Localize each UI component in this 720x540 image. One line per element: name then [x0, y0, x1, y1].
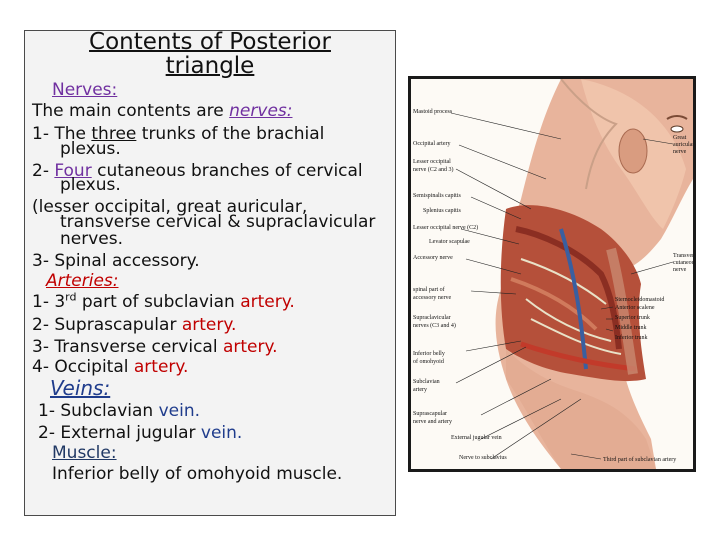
svg-text:nerves (C3 and 4): nerves (C3 and 4) — [413, 322, 456, 329]
svg-text:Occipital artery: Occipital artery — [413, 141, 450, 147]
svg-text:Sternocleidomastoid: Sternocleidomastoid — [615, 297, 664, 303]
arteries-item-1: 1- 3rd part of subclavian artery. — [32, 290, 295, 312]
nerves-paren-line-1: (lesser occipital, great auricular, — [32, 197, 308, 217]
nerves-heading: Nerves: — [52, 80, 118, 100]
veins-item-1: 1- Subclavian vein. — [38, 401, 200, 421]
arteries-item-3: 3- Transverse cervical artery. — [32, 337, 278, 357]
nerves-paren-line-3: nerves. — [60, 229, 124, 249]
svg-text:Supraclavicular: Supraclavicular — [413, 315, 451, 321]
svg-text:Nerve to subclavius: Nerve to subclavius — [459, 455, 507, 461]
nerves-item-1: 1- The three trunks of the brachial — [32, 124, 325, 144]
arteries-heading: Arteries: — [46, 271, 119, 291]
veins-heading: Veins: — [50, 376, 111, 400]
svg-text:nerve: nerve — [673, 149, 687, 155]
svg-text:Great: Great — [673, 135, 687, 141]
three-highlight: three — [91, 124, 137, 144]
svg-text:Lesser occipital: Lesser occipital — [413, 159, 451, 165]
svg-text:Third part of subclavian arter: Third part of subclavian artery — [603, 456, 676, 463]
svg-text:accessory nerve: accessory nerve — [413, 295, 451, 301]
nerves-paren-line-2: transverse cervical & supraclavicular — [60, 212, 376, 232]
text-panel — [24, 30, 396, 516]
nerves-intro: The main contents are nerves: — [32, 101, 293, 121]
ear-shape — [618, 128, 648, 174]
arteries-item-2: 2- Suprascapular artery. — [32, 315, 237, 335]
svg-text:Superior trunk: Superior trunk — [615, 315, 650, 321]
svg-text:auricular: auricular — [673, 142, 693, 148]
nerves-item-2-cont: plexus. — [60, 175, 121, 195]
svg-text:Inferior trunk: Inferior trunk — [615, 334, 648, 341]
svg-text:Accessory nerve: Accessory nerve — [413, 255, 453, 261]
svg-text:nerve (C2 and 3): nerve (C2 and 3) — [413, 166, 454, 173]
title-line-2: triangle — [165, 53, 255, 79]
anatomy-illustration: Mastoid process Occipital artery Lesser … — [408, 76, 696, 472]
svg-text:of omohyoid: of omohyoid — [413, 358, 444, 365]
svg-text:Subclavian: Subclavian — [413, 379, 440, 385]
svg-text:Suprascapular: Suprascapular — [413, 411, 447, 417]
svg-text:spinal part of: spinal part of — [413, 286, 445, 293]
svg-text:Lesser occipital nerve (C2): Lesser occipital nerve (C2) — [413, 224, 478, 231]
page-title: Contents of Posterior triangle — [24, 30, 396, 78]
svg-text:artery: artery — [413, 387, 427, 393]
svg-text:Semispinalis capitis: Semispinalis capitis — [413, 193, 461, 199]
svg-text:Levator scapulae: Levator scapulae — [429, 239, 470, 245]
svg-text:nerve: nerve — [673, 267, 687, 273]
title-line-1: Contents of Posterior — [89, 29, 331, 55]
svg-text:Middle trunk: Middle trunk — [615, 325, 647, 331]
nerves-item-3: 3- Spinal accessory. — [32, 251, 200, 271]
svg-text:External jugular vein: External jugular vein — [451, 435, 502, 441]
svg-text:nerve and artery: nerve and artery — [413, 419, 452, 425]
muscle-text: Inferior belly of omohyoid muscle. — [52, 464, 343, 484]
muscle-heading: Muscle: — [52, 443, 117, 463]
nerves-item-2: 2- Four cutaneous branches of cervical — [32, 161, 363, 181]
svg-text:Mastoid process: Mastoid process — [413, 109, 453, 115]
svg-text:Inferior belly: Inferior belly — [413, 350, 445, 357]
nerves-highlight: nerves: — [229, 101, 293, 121]
neck-dissection-drawing: Mastoid process Occipital artery Lesser … — [413, 79, 693, 469]
svg-text:cutaneous: cutaneous — [673, 260, 693, 266]
four-highlight: Four — [54, 161, 92, 181]
svg-text:Anterior scalene: Anterior scalene — [615, 305, 655, 311]
arteries-item-4: 4- Occipital artery. — [32, 357, 189, 377]
veins-item-2: 2- External jugular vein. — [38, 423, 243, 443]
nerves-item-1-cont: plexus. — [60, 139, 121, 159]
svg-text:Transverse: Transverse — [673, 253, 693, 259]
svg-text:Splenius capitis: Splenius capitis — [423, 208, 461, 214]
